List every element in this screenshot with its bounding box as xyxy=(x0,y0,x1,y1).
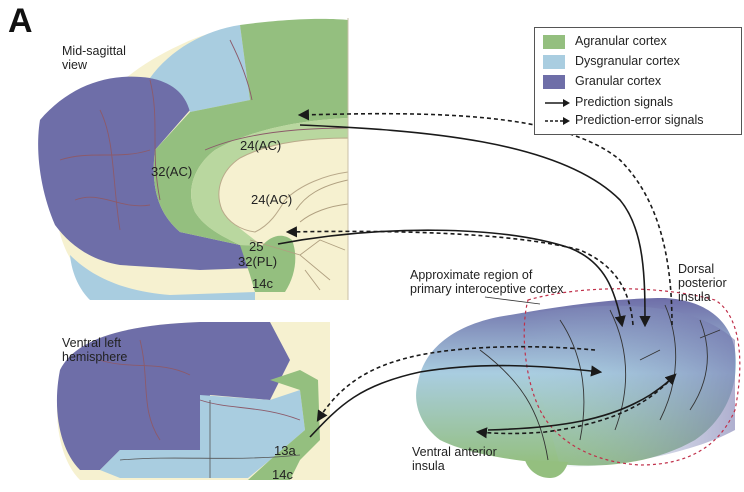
prediction-error-arrow-insula xyxy=(475,381,669,439)
dysgranular-region-top xyxy=(150,25,250,112)
legend-dysgranular-label: Dysgranular cortex xyxy=(575,54,680,68)
interoceptive-label: Approximate region of primary interocept… xyxy=(410,268,564,296)
insula xyxy=(416,288,741,478)
granular-swatch xyxy=(543,75,565,89)
region-13a: 13a xyxy=(274,443,296,458)
dysgranular-region-bottom xyxy=(70,255,255,300)
region-14c-top: 14c xyxy=(252,276,273,291)
ventral-anterior-label: Ventral anterior insula xyxy=(412,445,497,473)
agranular-region-top xyxy=(153,18,348,245)
region-24ac-inner: 24(AC) xyxy=(251,192,293,207)
legend: Agranular cortex Dysgranular cortex Gran… xyxy=(534,27,742,135)
agranular-region-ventral xyxy=(248,370,320,480)
granular-region-top xyxy=(38,76,255,270)
prediction-arrow-bottom xyxy=(309,364,603,438)
panel-letter: A xyxy=(8,2,33,40)
legend-prediction-error-label: Prediction-error signals xyxy=(575,113,704,127)
granular-region-ventral xyxy=(56,322,290,470)
prediction-error-arrow-top xyxy=(297,109,673,326)
dysgranular-swatch xyxy=(543,55,565,69)
insula-stem xyxy=(525,460,568,478)
dorsal-posterior-label: Dorsal posterior insula xyxy=(678,262,727,304)
prediction-arrow-insula xyxy=(487,373,677,431)
legend-prediction-label: Prediction signals xyxy=(575,95,673,109)
ventral-view-label: Ventral left hemisphere xyxy=(62,336,128,364)
solid-arrow-icon xyxy=(545,99,570,107)
legend-agranular-label: Agranular cortex xyxy=(575,34,667,48)
mid-sagittal-brain xyxy=(38,18,348,300)
dashed-arrow-icon xyxy=(545,117,570,125)
legend-granular-label: Granular cortex xyxy=(575,74,662,88)
region-32pl: 32(PL) xyxy=(238,254,278,269)
mid-sagittal-label: Mid-sagittal view xyxy=(62,44,126,72)
interoceptive-leader-line xyxy=(484,296,541,305)
prediction-error-arrow-middle xyxy=(285,226,634,326)
prediction-arrow-middle xyxy=(277,229,626,328)
signal-arrows xyxy=(277,109,677,439)
region-25: 25 xyxy=(249,239,264,254)
region-32ac: 32(AC) xyxy=(151,164,193,179)
prediction-error-arrow-bottom xyxy=(316,345,596,422)
prediction-arrow-top xyxy=(299,124,651,328)
ventral-brain xyxy=(56,322,330,480)
cingulate-inner-band xyxy=(191,118,348,246)
region-14c-bottom: 14c xyxy=(272,467,293,482)
corpus-callosum xyxy=(218,137,348,233)
region-24ac-upper: 24(AC) xyxy=(240,138,282,153)
dysgranular-region-ventral xyxy=(100,390,305,478)
agranular-swatch xyxy=(543,35,565,49)
